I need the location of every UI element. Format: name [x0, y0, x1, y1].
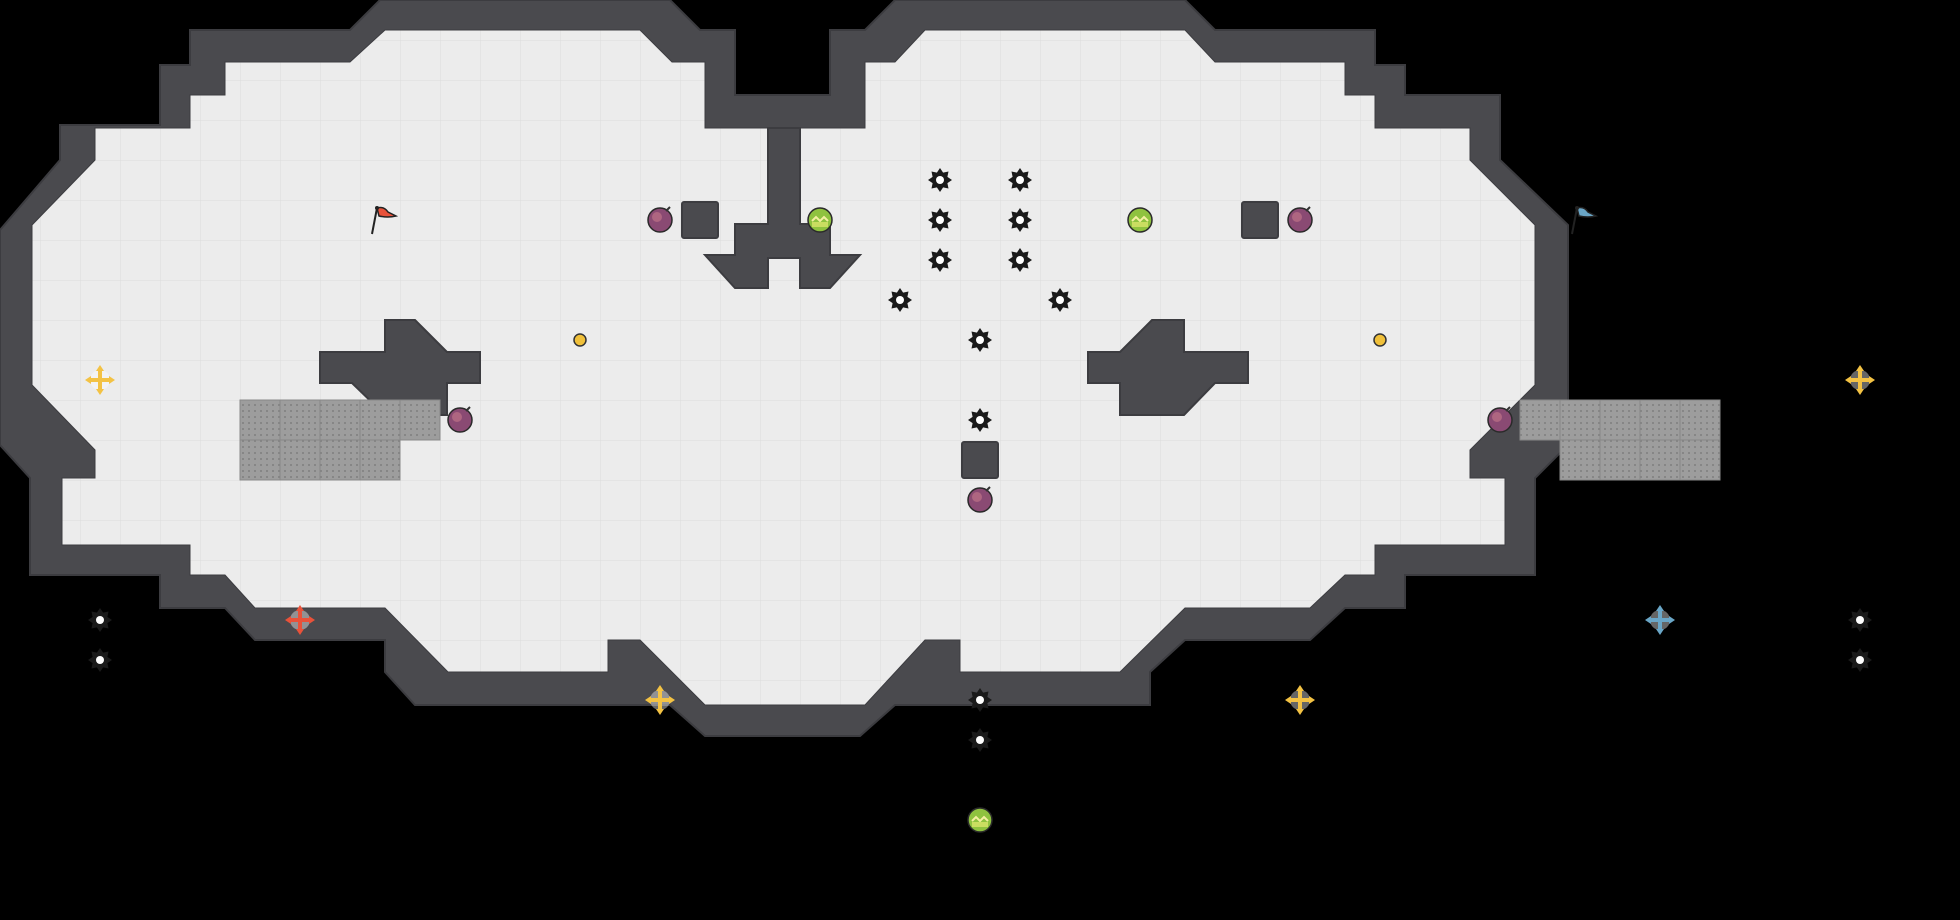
gate-tile [319, 399, 361, 441]
spike-icon [1848, 608, 1872, 632]
neutral-boost-icon [85, 365, 115, 395]
red-boost-icon [285, 605, 315, 635]
spike-icon [1008, 248, 1032, 272]
floor-area [31, 29, 1536, 706]
gate-tiles [239, 399, 1721, 481]
gate-tile [1559, 439, 1601, 481]
blue-flag-icon [1571, 206, 1599, 235]
spike-icon [1848, 648, 1872, 672]
wall-block [1241, 201, 1279, 239]
wall-block [681, 201, 719, 239]
gate-tile [1639, 439, 1681, 481]
juke-juice-icon [967, 807, 993, 833]
neutral-boost-icon [1285, 685, 1315, 715]
gate-tile [359, 399, 401, 441]
gate-tile [1599, 439, 1641, 481]
juke-juice-icon [1127, 207, 1153, 233]
bomb-powerup-icon [447, 406, 473, 433]
button-icon [573, 333, 587, 347]
blue-boost-icon [1645, 605, 1675, 635]
gate-tile [279, 439, 321, 481]
bomb-powerup-icon [1487, 406, 1513, 433]
spike-icon [88, 648, 112, 672]
bomb-powerup-icon [967, 486, 993, 513]
spike-icon [1008, 168, 1032, 192]
gate-tile [239, 399, 281, 441]
bomb-powerup-icon [1287, 206, 1313, 233]
spike-icon [968, 728, 992, 752]
arena-floor [31, 29, 1536, 706]
right-ledge-wall [1087, 319, 1249, 416]
gate-tile [399, 399, 441, 441]
gate-tile [239, 439, 281, 481]
gate-tile [319, 439, 361, 481]
neutral-boost-icon [1845, 365, 1875, 395]
gate-tile [1679, 439, 1721, 481]
spike-icon [928, 168, 952, 192]
spike-icon [88, 608, 112, 632]
spike-icon [968, 688, 992, 712]
gate-tile [1679, 399, 1721, 441]
juke-juice-icon [807, 207, 833, 233]
spike-icon [968, 328, 992, 352]
gate-tile [1599, 399, 1641, 441]
spike-icon [1048, 288, 1072, 312]
center-top-wall [702, 127, 863, 289]
gate-tile [1559, 399, 1601, 441]
spike-icon [888, 288, 912, 312]
bomb-powerup-icon [647, 206, 673, 233]
spike-icon [928, 208, 952, 232]
gate-tile [1519, 399, 1561, 441]
spike-icon [968, 408, 992, 432]
gate-tile [279, 399, 321, 441]
spike-icon [1008, 208, 1032, 232]
left-ledge-wall [319, 319, 481, 416]
spike-icon [928, 248, 952, 272]
red-flag-icon [371, 206, 399, 235]
wall-block [961, 441, 999, 479]
inner-walls [319, 127, 1279, 479]
gate-tile [1639, 399, 1681, 441]
button-icon [1373, 333, 1387, 347]
gate-tile [359, 439, 401, 481]
map-items [85, 168, 1875, 833]
neutral-boost-icon [645, 685, 675, 715]
